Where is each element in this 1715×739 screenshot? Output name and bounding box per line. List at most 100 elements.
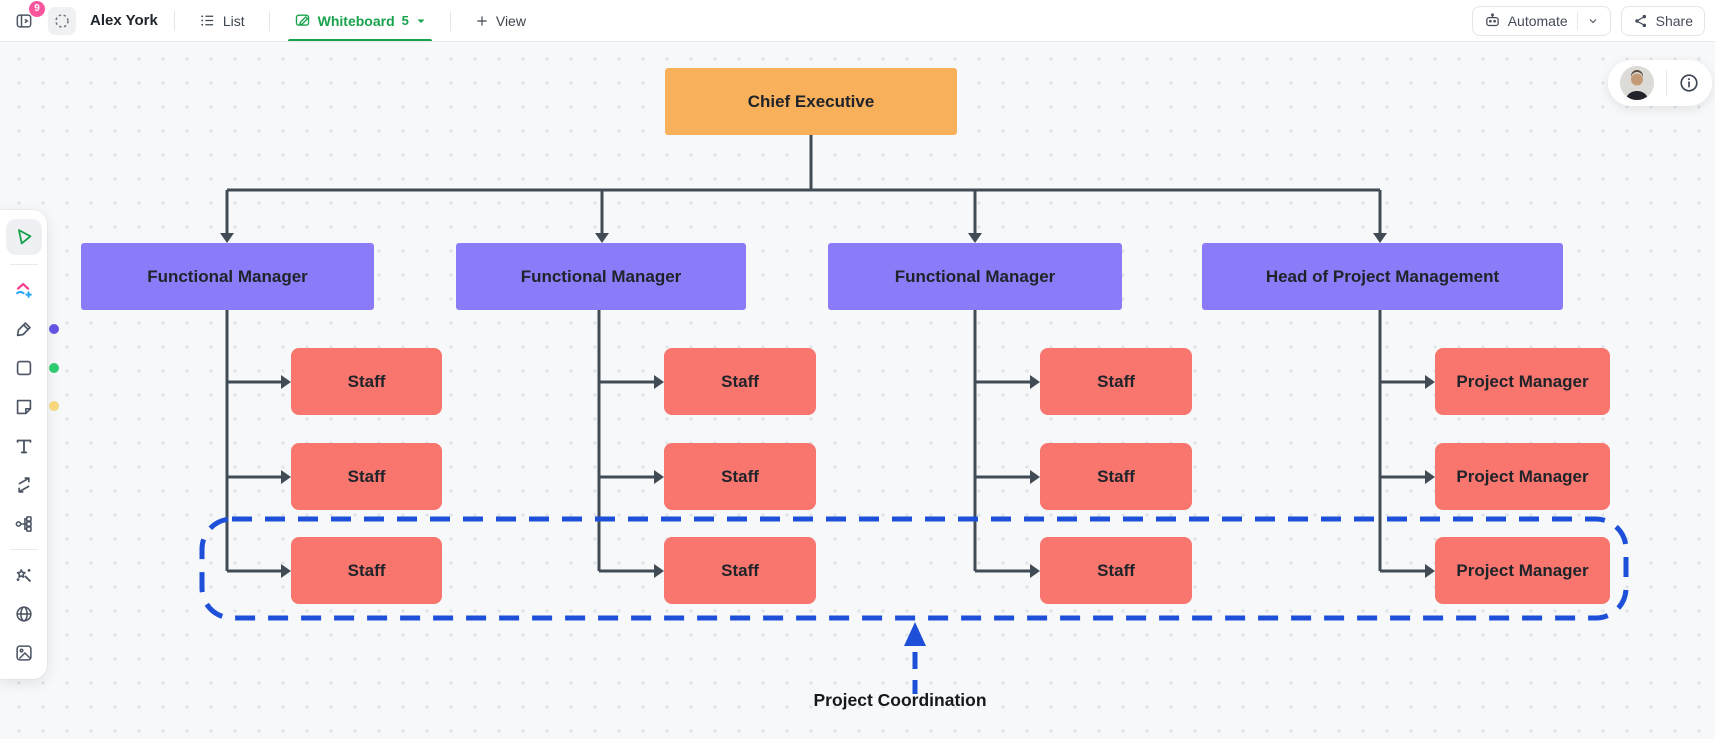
share-button[interactable]: Share [1620,5,1705,36]
org-node-staff[interactable]: Staff [291,443,442,510]
whiteboard-icon [295,14,309,26]
embed-tool-button[interactable] [8,598,40,630]
share-icon [1634,14,1646,27]
org-node-manager-1[interactable]: Functional Manager [81,243,374,310]
tab-whiteboard-count: 5 [401,13,409,28]
connector-tool-button[interactable] [8,469,40,501]
org-node-staff[interactable]: Staff [664,537,816,604]
org-node-chief-executive[interactable]: Chief Executive [665,68,957,135]
org-node-project-manager[interactable]: Project Manager [1435,443,1610,510]
org-node-project-manager[interactable]: Project Manager [1435,537,1610,604]
add-template-tool-button[interactable] [8,274,40,306]
add-view-label: View [495,12,526,29]
org-node-staff[interactable]: Staff [291,348,442,415]
node-label: Functional Manager [894,266,1056,286]
org-node-staff[interactable]: Staff [1040,537,1192,604]
ai-tool-button[interactable] [8,559,40,591]
image-icon [15,645,32,661]
whiteboard-canvas[interactable]: Chief Executive Functional Manager Funct… [0,42,1715,739]
divider [268,10,270,31]
tab-whiteboard[interactable]: Whiteboard 5 [286,1,434,41]
image-tool-button[interactable] [8,637,40,669]
node-label: Staff [1097,466,1135,486]
divider [9,264,38,265]
node-label: Staff [721,466,759,486]
whiteboard-toolbar [0,210,47,679]
tab-list[interactable]: List [191,1,253,41]
tab-list-label: List [222,12,245,29]
cursor-icon [17,229,31,245]
org-node-manager-3[interactable]: Functional Manager [828,243,1122,310]
node-label: Project Manager [1456,371,1589,391]
sticky-color-dot [49,401,59,411]
divider [1576,11,1578,30]
text-tool-button[interactable] [8,430,40,462]
add-template-icon [15,282,32,298]
mind-map-tool-button[interactable] [8,508,40,540]
node-label: Staff [347,371,386,391]
automate-label: Automate [1507,12,1568,29]
marker-tool-button[interactable] [8,313,40,345]
tab-whiteboard-label: Whiteboard [317,12,395,29]
org-node-manager-2[interactable]: Functional Manager [456,243,746,310]
org-node-staff[interactable]: Staff [1040,443,1192,510]
org-node-staff[interactable]: Staff [664,443,816,510]
text-icon [16,439,31,454]
node-label: Staff [721,560,759,580]
chevron-down-icon[interactable] [1587,15,1599,27]
node-label: Project Manager [1456,466,1589,486]
org-node-staff[interactable]: Staff [664,348,816,415]
shape-tool-button[interactable] [8,352,40,384]
page-title: Alex York [90,12,158,29]
divider [9,549,38,550]
sidebar-toggle-button[interactable]: 9 [10,0,45,35]
square-icon [16,360,31,376]
notification-badge: 9 [29,0,45,17]
up-arrow-icon [904,622,926,646]
org-node-project-manager[interactable]: Project Manager [1435,348,1610,415]
divider [449,10,451,31]
magic-wand-icon [16,569,31,583]
sticky-note-tool-button[interactable] [8,391,40,423]
user-avatar[interactable] [1619,66,1654,100]
sidebar-toggle-icon [16,13,32,28]
org-node-staff[interactable]: Staff [1040,348,1192,415]
shape-color-dot [49,363,59,373]
node-label: Staff [1097,371,1135,391]
node-label: Functional Manager [147,266,308,286]
divider [173,10,175,31]
annotation-project-coordination: Project Coordination [813,690,987,710]
globe-icon [15,606,32,622]
active-tab-underline [287,38,432,41]
org-node-staff[interactable]: Staff [291,537,442,604]
divider [1665,70,1667,96]
node-label: Staff [347,560,386,580]
node-label: Project Manager [1456,560,1589,580]
node-label: Head of Project Management [1265,266,1500,286]
top-bar: 9 Alex York List Whiteboard 5 [0,0,1715,42]
chevron-down-icon [417,19,425,23]
avatar-photo [1619,66,1654,100]
mind-map-icon [15,516,32,532]
plus-icon [477,15,487,26]
connector-arrows-icon [17,477,30,493]
list-icon [201,15,213,26]
info-icon[interactable] [1678,72,1700,94]
node-label: Staff [721,371,759,391]
node-label: Staff [1097,560,1135,580]
dashed-circle-icon [55,13,69,28]
space-avatar-button[interactable] [48,6,76,35]
automate-button[interactable]: Automate [1471,5,1611,36]
sticky-note-icon [16,399,31,415]
add-view-button[interactable]: View [467,1,534,41]
org-node-manager-4[interactable]: Head of Project Management [1202,243,1563,310]
marker-icon [16,322,31,337]
robot-icon [1485,13,1499,27]
node-label: Staff [347,466,386,486]
node-label: Chief Executive [747,91,875,111]
marker-color-dot [49,324,59,334]
select-tool-button[interactable] [5,219,42,255]
presence-pill [1608,60,1712,106]
share-label: Share [1655,12,1693,29]
node-label: Functional Manager [520,266,682,286]
